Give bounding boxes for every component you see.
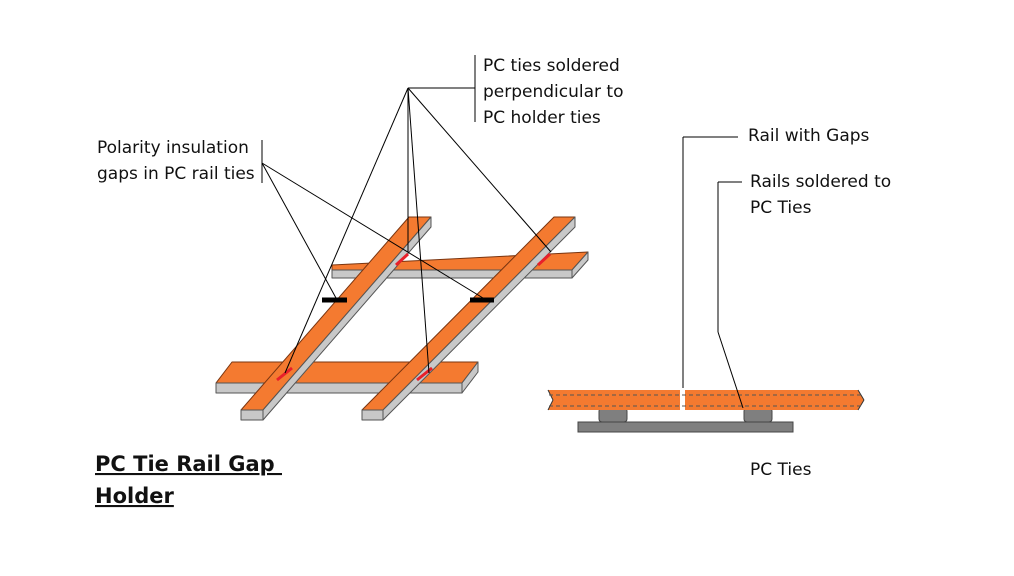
front-pc-tie [215,361,479,394]
page-title-line-1: PC Tie Rail Gap [95,452,282,476]
label-rail-with-gaps: Rail with Gaps [748,126,870,146]
rail-break-left [547,399,554,411]
back-pc-tie-end [571,251,589,279]
rail-support-right [743,407,773,423]
rail-right-segment [685,390,864,410]
solder-mark [394,252,410,267]
leader-rails-soldered [717,181,744,409]
label-rails-soldered-2: PC Ties [750,198,812,218]
label-pc-ties-soldered-1: PC ties soldered [483,56,620,76]
left-rail-tie-side [262,216,432,421]
leader-rail-with-gaps [682,136,738,388]
leader-polarity-gaps [261,140,484,299]
rail-support-left [598,407,628,423]
page-title-line-2: Holder [95,484,174,508]
solder-mark [536,252,552,267]
label-pc-ties: PC Ties [750,460,812,480]
front-pc-tie-end [461,361,479,394]
label-polarity-gaps-2: gaps in PC rail ties [97,164,255,184]
side-view [547,389,865,433]
front-pc-tie-top [215,361,479,384]
left-rail-tie [240,216,432,421]
label-pc-ties-soldered-3: PC holder ties [483,108,601,128]
leader-pc-ties-soldered [284,55,552,374]
label-polarity-gaps-1: Polarity insulation [97,138,249,158]
left-rail-tie-front [240,409,264,421]
right-rail-tie-front [361,409,384,421]
label-pc-ties-soldered-2: perpendicular to [483,82,624,102]
solder-mark [276,366,293,382]
pc-tie-base [577,421,794,433]
rail-left-segment [548,390,680,410]
front-pc-tie-front [215,382,463,394]
label-rails-soldered-1: Rails soldered to [750,172,891,192]
rail-break-right [857,399,865,411]
tie-assembly [215,216,589,421]
solder-mark [416,366,433,382]
